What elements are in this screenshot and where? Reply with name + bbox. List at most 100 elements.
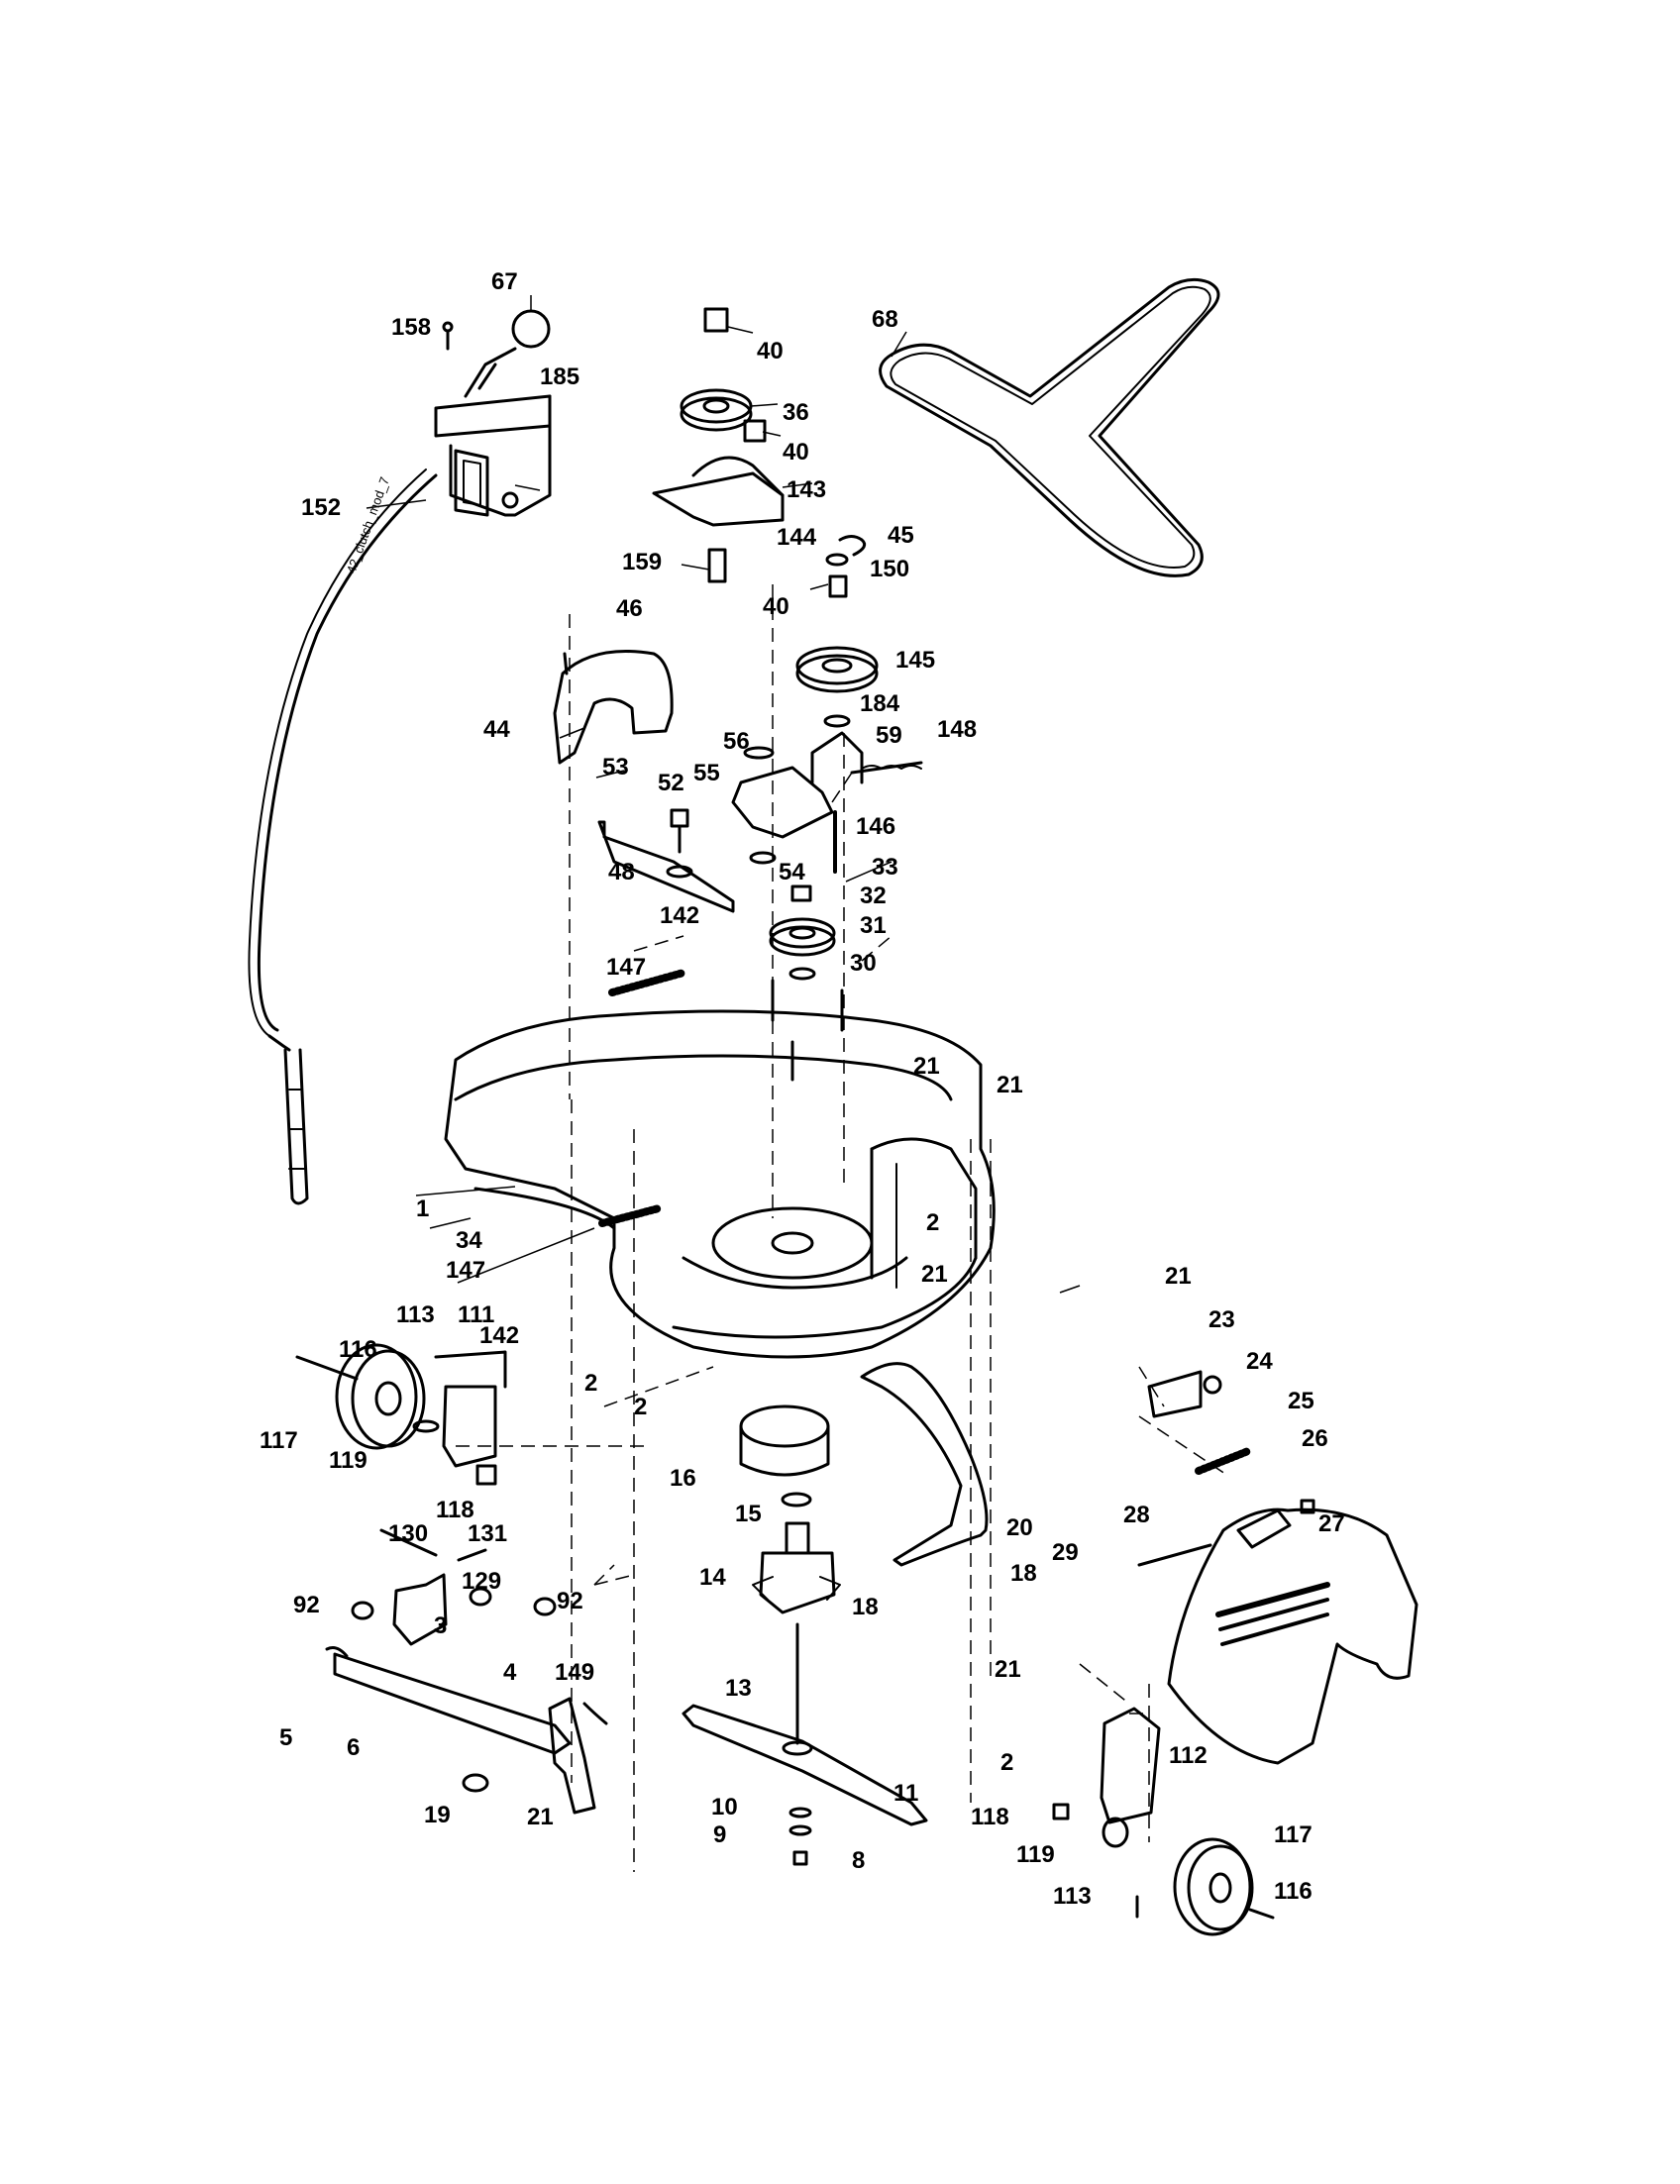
part-number-label: 148 xyxy=(937,716,977,743)
part-number-label: 21 xyxy=(913,1053,940,1080)
part-number-label: 3 xyxy=(434,1612,447,1639)
part-number-label: 2 xyxy=(584,1370,597,1397)
part-number-label: 5 xyxy=(279,1724,292,1751)
brake-bracket xyxy=(597,820,735,913)
spring-lower xyxy=(598,1204,663,1227)
part-number-label: 2 xyxy=(926,1209,939,1236)
part-number-label: 56 xyxy=(723,728,750,755)
part-number-label: 116 xyxy=(1274,1878,1312,1905)
part-number-label: 10 xyxy=(711,1794,738,1820)
part-number-label: 142 xyxy=(660,902,699,929)
part-number-label: 184 xyxy=(860,690,900,717)
leader-lines xyxy=(366,295,1081,1294)
part-number-label: 112 xyxy=(1169,1742,1208,1769)
part-number-label: 113 xyxy=(1053,1883,1092,1910)
part-number-label: 29 xyxy=(1052,1539,1079,1566)
part-number-label: 149 xyxy=(555,1659,594,1686)
drawing xyxy=(248,277,1418,1936)
discharge-deflector xyxy=(1167,1508,1418,1765)
part-number-label: 21 xyxy=(995,1656,1021,1683)
part-number-label: 142 xyxy=(479,1322,519,1349)
part-number-label: 144 xyxy=(777,524,817,551)
part-number-label: 130 xyxy=(388,1520,428,1547)
part-number-label: 1 xyxy=(416,1196,429,1222)
part-number-label: 119 xyxy=(329,1447,368,1474)
part-number-label: 40 xyxy=(757,338,784,364)
part-number-label: 24 xyxy=(1246,1348,1273,1375)
part-number-label: 19 xyxy=(424,1802,451,1828)
part-callouts: 6715818515240364014314415968451504014518… xyxy=(260,268,1345,1910)
arm-bracket xyxy=(462,1697,608,1815)
part-number-label: 32 xyxy=(860,883,887,909)
part-number-label: 48 xyxy=(608,859,635,885)
idler-pulley-upper xyxy=(652,307,879,728)
part-number-label: 147 xyxy=(606,954,646,981)
knob-part xyxy=(511,309,551,349)
part-number-label: 92 xyxy=(293,1592,320,1618)
part-number-label: 152 xyxy=(301,494,341,521)
clutch-handle-bracket xyxy=(434,321,552,517)
part-number-label: 145 xyxy=(895,647,935,674)
part-number-label: 131 xyxy=(468,1520,507,1547)
part-number-label: 25 xyxy=(1288,1388,1314,1414)
part-number-label: 31 xyxy=(860,912,887,939)
part-number-label: 54 xyxy=(779,859,805,885)
clutch-cable xyxy=(248,468,438,1205)
part-number-label: 26 xyxy=(1302,1425,1328,1452)
part-number-label: 119 xyxy=(1016,1841,1055,1868)
deflector-bracket xyxy=(860,1362,989,1567)
deflector-hinge xyxy=(1137,1370,1315,1567)
idler-arm xyxy=(731,731,923,874)
part-number-label: 67 xyxy=(491,268,518,295)
spindle xyxy=(739,1404,841,1756)
part-number-label: 9 xyxy=(713,1821,726,1848)
part-number-label: 6 xyxy=(347,1734,360,1761)
part-number-label: 8 xyxy=(852,1847,865,1874)
gauge-wheel-right xyxy=(1052,1707,1275,1936)
part-number-label: 11 xyxy=(893,1780,918,1807)
part-number-label: 40 xyxy=(763,593,789,620)
part-number-label: 55 xyxy=(693,760,720,786)
part-number-label: 13 xyxy=(725,1675,752,1702)
part-number-label: 129 xyxy=(462,1568,501,1595)
spring-upper xyxy=(608,969,687,996)
part-number-label: 2 xyxy=(634,1394,647,1420)
part-number-label: 116 xyxy=(339,1336,377,1363)
part-number-label: 59 xyxy=(876,722,902,749)
part-number-label: 45 xyxy=(888,522,914,549)
part-number-label: 143 xyxy=(787,476,826,503)
part-number-label: 28 xyxy=(1123,1502,1150,1528)
belt-part xyxy=(879,277,1220,577)
part-number-label: 158 xyxy=(391,314,431,341)
blade xyxy=(682,1704,928,1866)
part-number-label: 23 xyxy=(1208,1306,1235,1333)
part-number-label: 40 xyxy=(783,439,809,466)
part-number-label: 36 xyxy=(783,399,809,426)
part-number-label: 111 xyxy=(458,1301,494,1328)
part-number-label: 15 xyxy=(735,1501,762,1527)
part-number-label: 18 xyxy=(852,1594,879,1620)
part-number-label: 118 xyxy=(971,1804,1009,1830)
part-number-label: 21 xyxy=(1165,1263,1192,1290)
part-number-label: 27 xyxy=(1318,1510,1345,1537)
part-number-label: 2 xyxy=(1000,1749,1013,1776)
part-number-label: 185 xyxy=(540,364,579,390)
part-number-label: 117 xyxy=(260,1427,298,1454)
part-number-label: 44 xyxy=(483,716,510,743)
gauge-wheel-left xyxy=(295,1343,507,1486)
part-number-label: 118 xyxy=(436,1497,474,1523)
part-number-label: 21 xyxy=(997,1072,1023,1098)
belt-cover xyxy=(553,650,674,765)
part-number-label: 34 xyxy=(456,1227,482,1254)
part-number-label: 147 xyxy=(446,1257,485,1284)
part-number-label: 30 xyxy=(850,950,877,977)
part-number-label: 4 xyxy=(503,1659,517,1686)
part-number-label: 46 xyxy=(616,595,643,622)
part-number-label: 117 xyxy=(1274,1821,1312,1848)
part-number-label: 20 xyxy=(1006,1514,1033,1541)
center-pulley xyxy=(769,884,836,981)
part-number-label: 21 xyxy=(527,1804,554,1830)
part-number-label: 16 xyxy=(670,1465,696,1492)
